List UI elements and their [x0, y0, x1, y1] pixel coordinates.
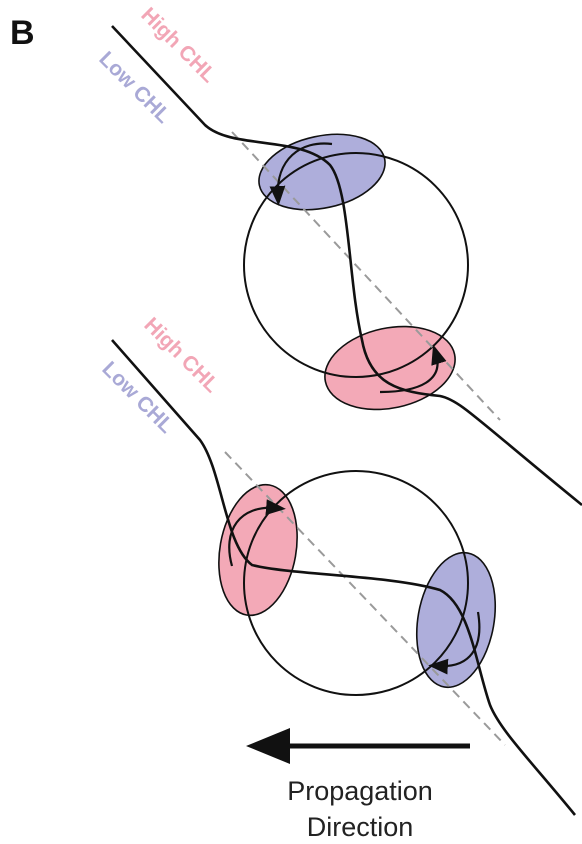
upper-isoline — [112, 26, 582, 505]
upper-low-chl-patch — [252, 123, 392, 220]
upper-high-chl-label: High CHL — [136, 3, 220, 87]
lower-high-chl-patch — [209, 478, 307, 621]
upper-low-chl-label: Low CHL — [94, 47, 175, 128]
propagation-caption-line2: Direction — [307, 812, 414, 842]
propagation-arrowhead-icon — [246, 728, 290, 764]
upper-high-chl-patch — [317, 315, 463, 421]
propagation-caption-line1: Propagation — [287, 776, 433, 806]
lower-low-chl-patch — [407, 546, 505, 693]
panel-label: B — [10, 14, 35, 52]
propagation-arrow: Propagation Direction — [246, 728, 470, 842]
